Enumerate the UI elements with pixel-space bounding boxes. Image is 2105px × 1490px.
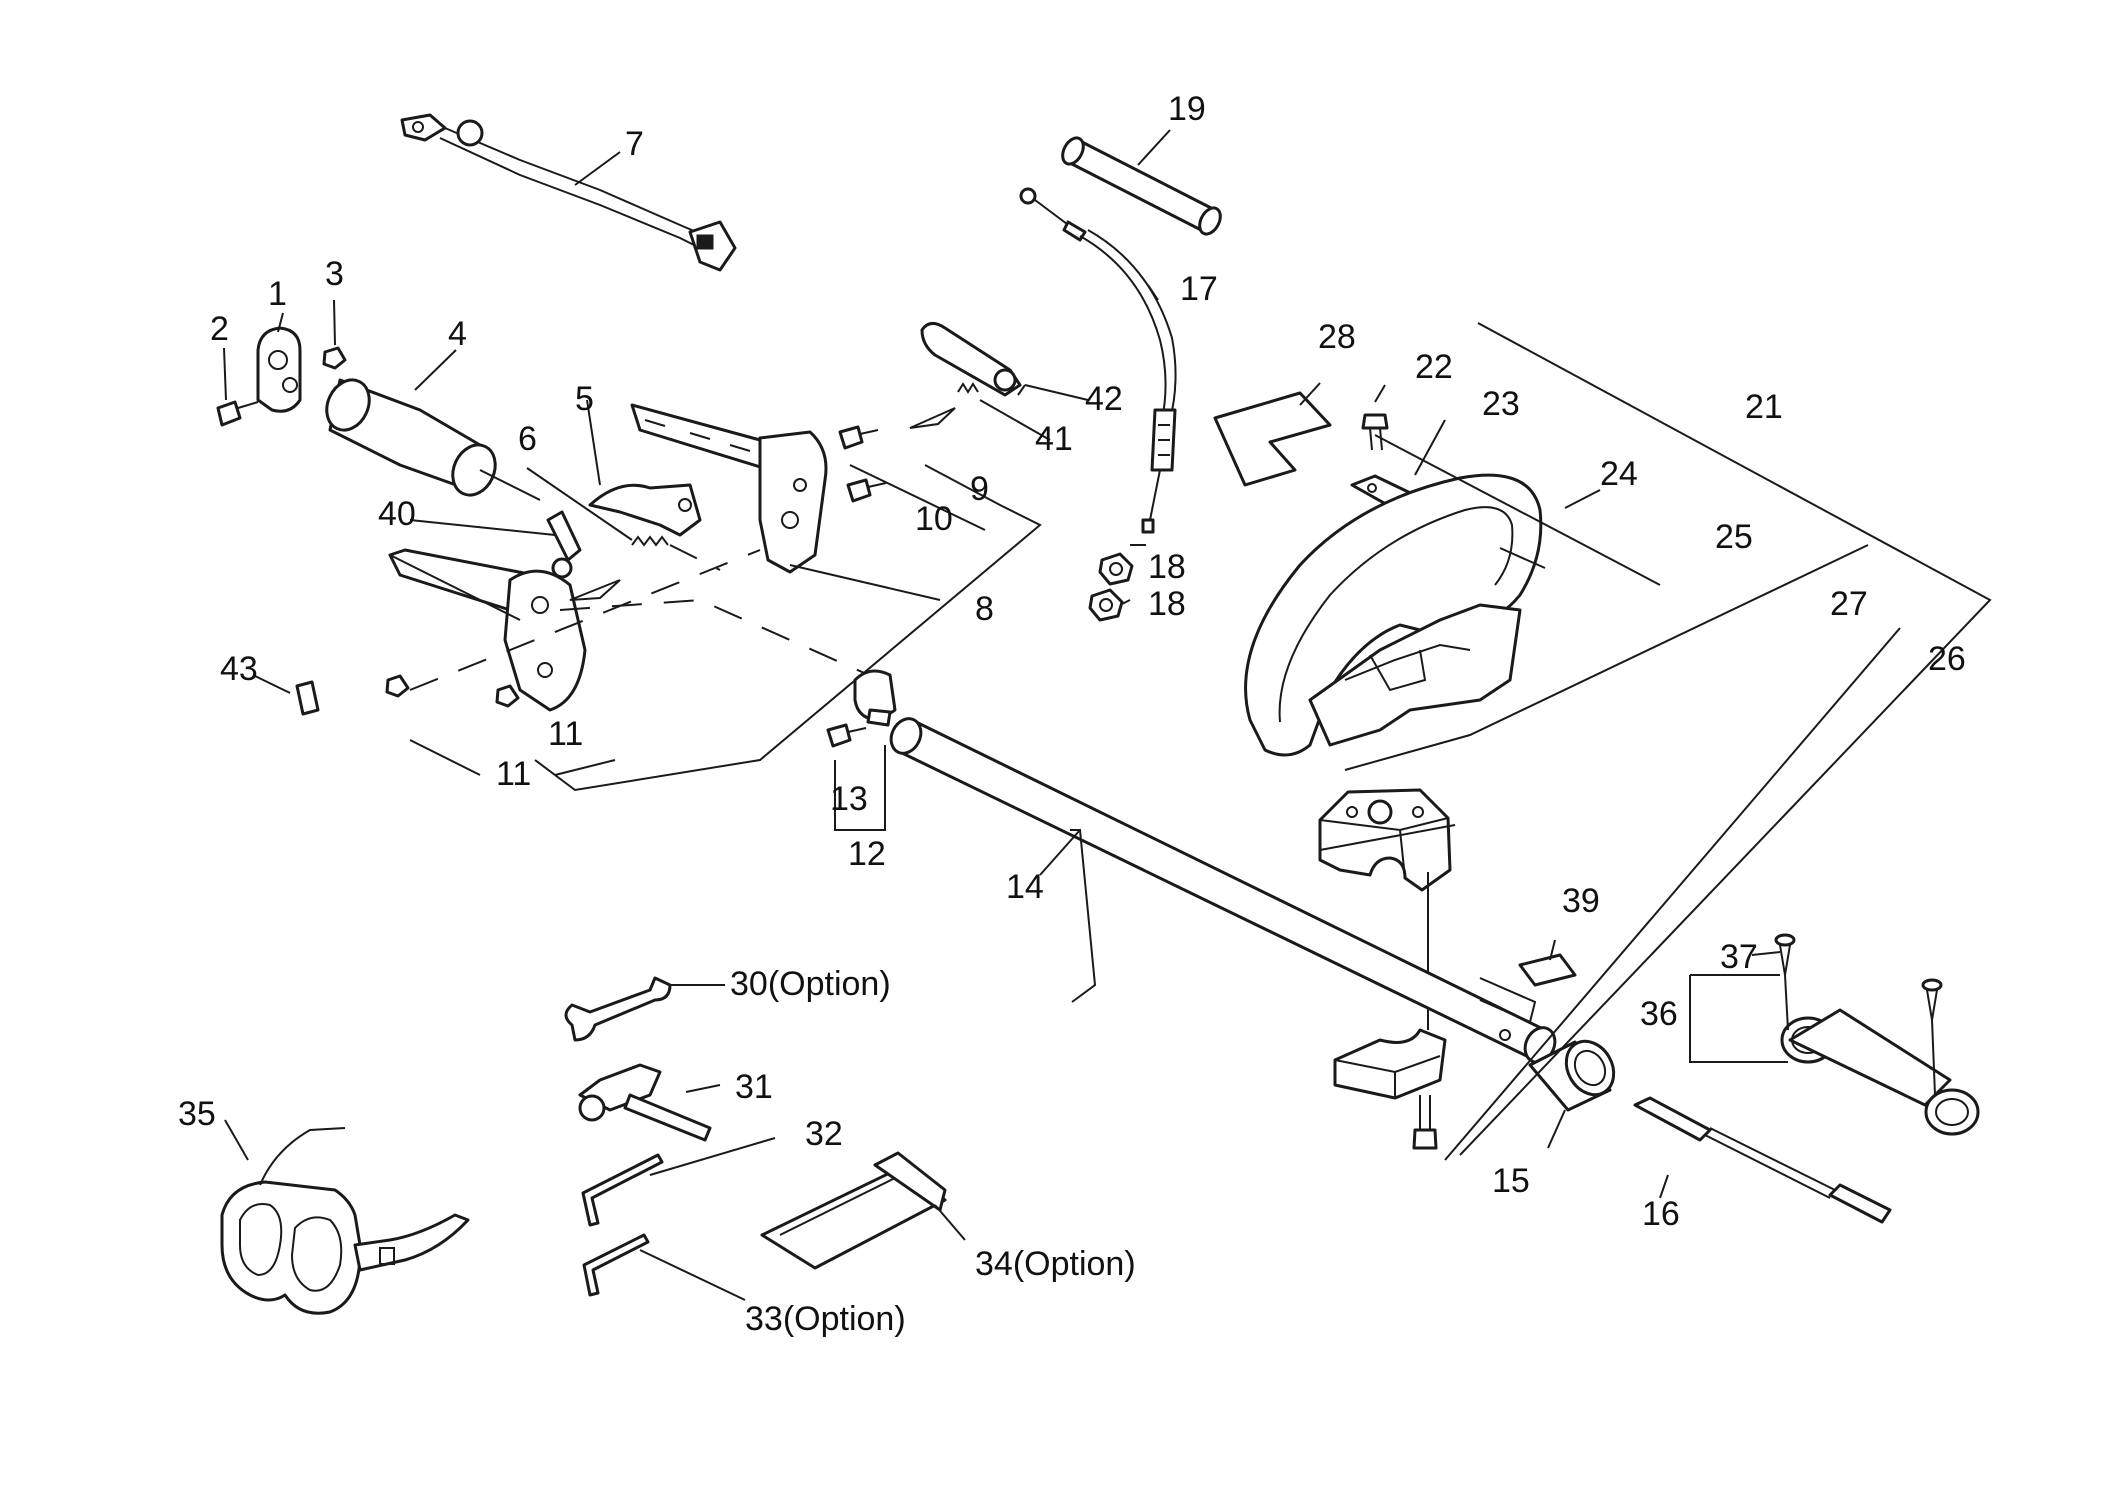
callout-6: 6 bbox=[518, 420, 537, 458]
screw-guide-a bbox=[1784, 974, 1789, 1031]
part-18-nut-a bbox=[1098, 552, 1134, 586]
part-4-grip-tube bbox=[325, 378, 541, 501]
callout-39: 39 bbox=[1562, 882, 1600, 920]
callout-35: 35 bbox=[178, 1095, 216, 1133]
callout-21: 21 bbox=[1745, 388, 1783, 426]
label-39-placement-mark bbox=[1479, 977, 1537, 1024]
callout-26: 26 bbox=[1928, 640, 1966, 678]
part-36-handle-bracket bbox=[1780, 1008, 1980, 1136]
callout-1: 1 bbox=[268, 275, 287, 313]
callout-33: 33(Option) bbox=[745, 1300, 906, 1338]
screw-guide-b bbox=[1931, 1019, 1936, 1096]
part-17-throttle-cable bbox=[1019, 187, 1177, 534]
part-35-goggles bbox=[220, 1127, 470, 1315]
part-7-wire-harness bbox=[400, 113, 737, 272]
part-11-nut-a bbox=[385, 674, 410, 698]
callout-15: 15 bbox=[1492, 1162, 1530, 1200]
assembly-line-b bbox=[559, 598, 881, 681]
callout-34: 34(Option) bbox=[975, 1245, 1136, 1283]
callout-31: 31 bbox=[735, 1068, 773, 1106]
callout-36: 36 bbox=[1640, 995, 1678, 1033]
part-40-lock-lever bbox=[546, 510, 582, 579]
callout-11-lower: 11 bbox=[496, 755, 531, 793]
callout-25: 25 bbox=[1715, 518, 1753, 556]
callout-10: 10 bbox=[915, 500, 953, 538]
callout-16: 16 bbox=[1642, 1195, 1680, 1233]
arrow-mark-a bbox=[569, 579, 621, 601]
callout-7: 7 bbox=[625, 125, 644, 163]
part-42-stop-lever bbox=[920, 322, 1022, 397]
callout-2: 2 bbox=[210, 310, 229, 348]
part-33-hex-key bbox=[582, 1233, 650, 1297]
callout-19: 19 bbox=[1168, 90, 1206, 128]
part-8-handle-case-right bbox=[630, 403, 828, 574]
part-1-throttle-clip bbox=[256, 326, 302, 413]
part-24-loop-handle bbox=[1244, 473, 1543, 757]
callout-40: 40 bbox=[378, 495, 416, 533]
callout-37: 37 bbox=[1720, 938, 1758, 976]
callout-17: 17 bbox=[1180, 270, 1218, 308]
part-25-clamp-lower bbox=[1333, 1028, 1447, 1100]
part-37-screw-a bbox=[1774, 933, 1796, 976]
part-3-nut bbox=[322, 346, 347, 370]
part-39-label bbox=[1518, 953, 1577, 987]
callout-42: 42 bbox=[1085, 380, 1123, 418]
part-41-spring bbox=[957, 382, 979, 394]
callout-41: 41 bbox=[1035, 420, 1073, 458]
arrow-mark-b bbox=[909, 407, 956, 429]
callout-30: 30(Option) bbox=[730, 965, 891, 1003]
callout-9: 9 bbox=[970, 470, 989, 508]
callout-labels: 7 1 2 3 4 5 6 40 43 11 11 9 10 8 42 41 1… bbox=[178, 90, 1966, 1338]
part-25-clamp-upper bbox=[1318, 788, 1452, 892]
assembly-brackets bbox=[409, 322, 1992, 1161]
part-9-screw bbox=[838, 425, 879, 450]
callout-24: 24 bbox=[1600, 455, 1638, 493]
part-26-bolt bbox=[1412, 1095, 1438, 1150]
callout-23: 23 bbox=[1482, 385, 1520, 423]
part-13-screw bbox=[826, 723, 867, 748]
part-30-wrench bbox=[564, 976, 672, 1042]
part-2-bolt bbox=[216, 400, 259, 427]
part-14-main-pipe bbox=[889, 717, 1557, 1064]
part-5-throttle-trigger bbox=[588, 483, 702, 537]
part-12-pipe-clamp bbox=[853, 669, 897, 727]
callout-18-a: 18 bbox=[1148, 548, 1186, 586]
part-18-nut-b bbox=[1088, 588, 1124, 622]
callout-28: 28 bbox=[1318, 318, 1356, 356]
callout-14: 14 bbox=[1006, 868, 1044, 906]
callout-27: 27 bbox=[1830, 585, 1868, 623]
callout-8: 8 bbox=[975, 590, 994, 628]
callout-11-upper: 11 bbox=[548, 715, 583, 753]
callout-12: 12 bbox=[848, 835, 886, 873]
part-10-screw bbox=[846, 478, 887, 503]
part-16-drive-shaft bbox=[1633, 1096, 1892, 1224]
part-6-spring bbox=[631, 535, 721, 571]
part-11-nut-b bbox=[495, 684, 520, 708]
part-43-label bbox=[295, 680, 320, 716]
part-22-bolt bbox=[1361, 413, 1389, 451]
part-19-grip-bar bbox=[1061, 136, 1222, 236]
part-37-screw-b bbox=[1921, 978, 1943, 1021]
callout-22: 22 bbox=[1415, 348, 1453, 386]
callout-5: 5 bbox=[575, 380, 594, 418]
part-32-hex-key bbox=[581, 1153, 664, 1227]
part-34-tool-bag bbox=[760, 1151, 947, 1270]
part-28-label bbox=[1213, 391, 1332, 487]
callout-43: 43 bbox=[220, 650, 258, 688]
part-31-plug-wrench bbox=[578, 1063, 712, 1142]
callout-4: 4 bbox=[448, 315, 467, 353]
leader-lines bbox=[223, 129, 1781, 1301]
assembly-line-a bbox=[409, 549, 761, 691]
callout-13: 13 bbox=[830, 780, 868, 818]
callout-3: 3 bbox=[325, 255, 344, 293]
callout-32: 32 bbox=[805, 1115, 843, 1153]
callout-18-b: 18 bbox=[1148, 585, 1186, 623]
